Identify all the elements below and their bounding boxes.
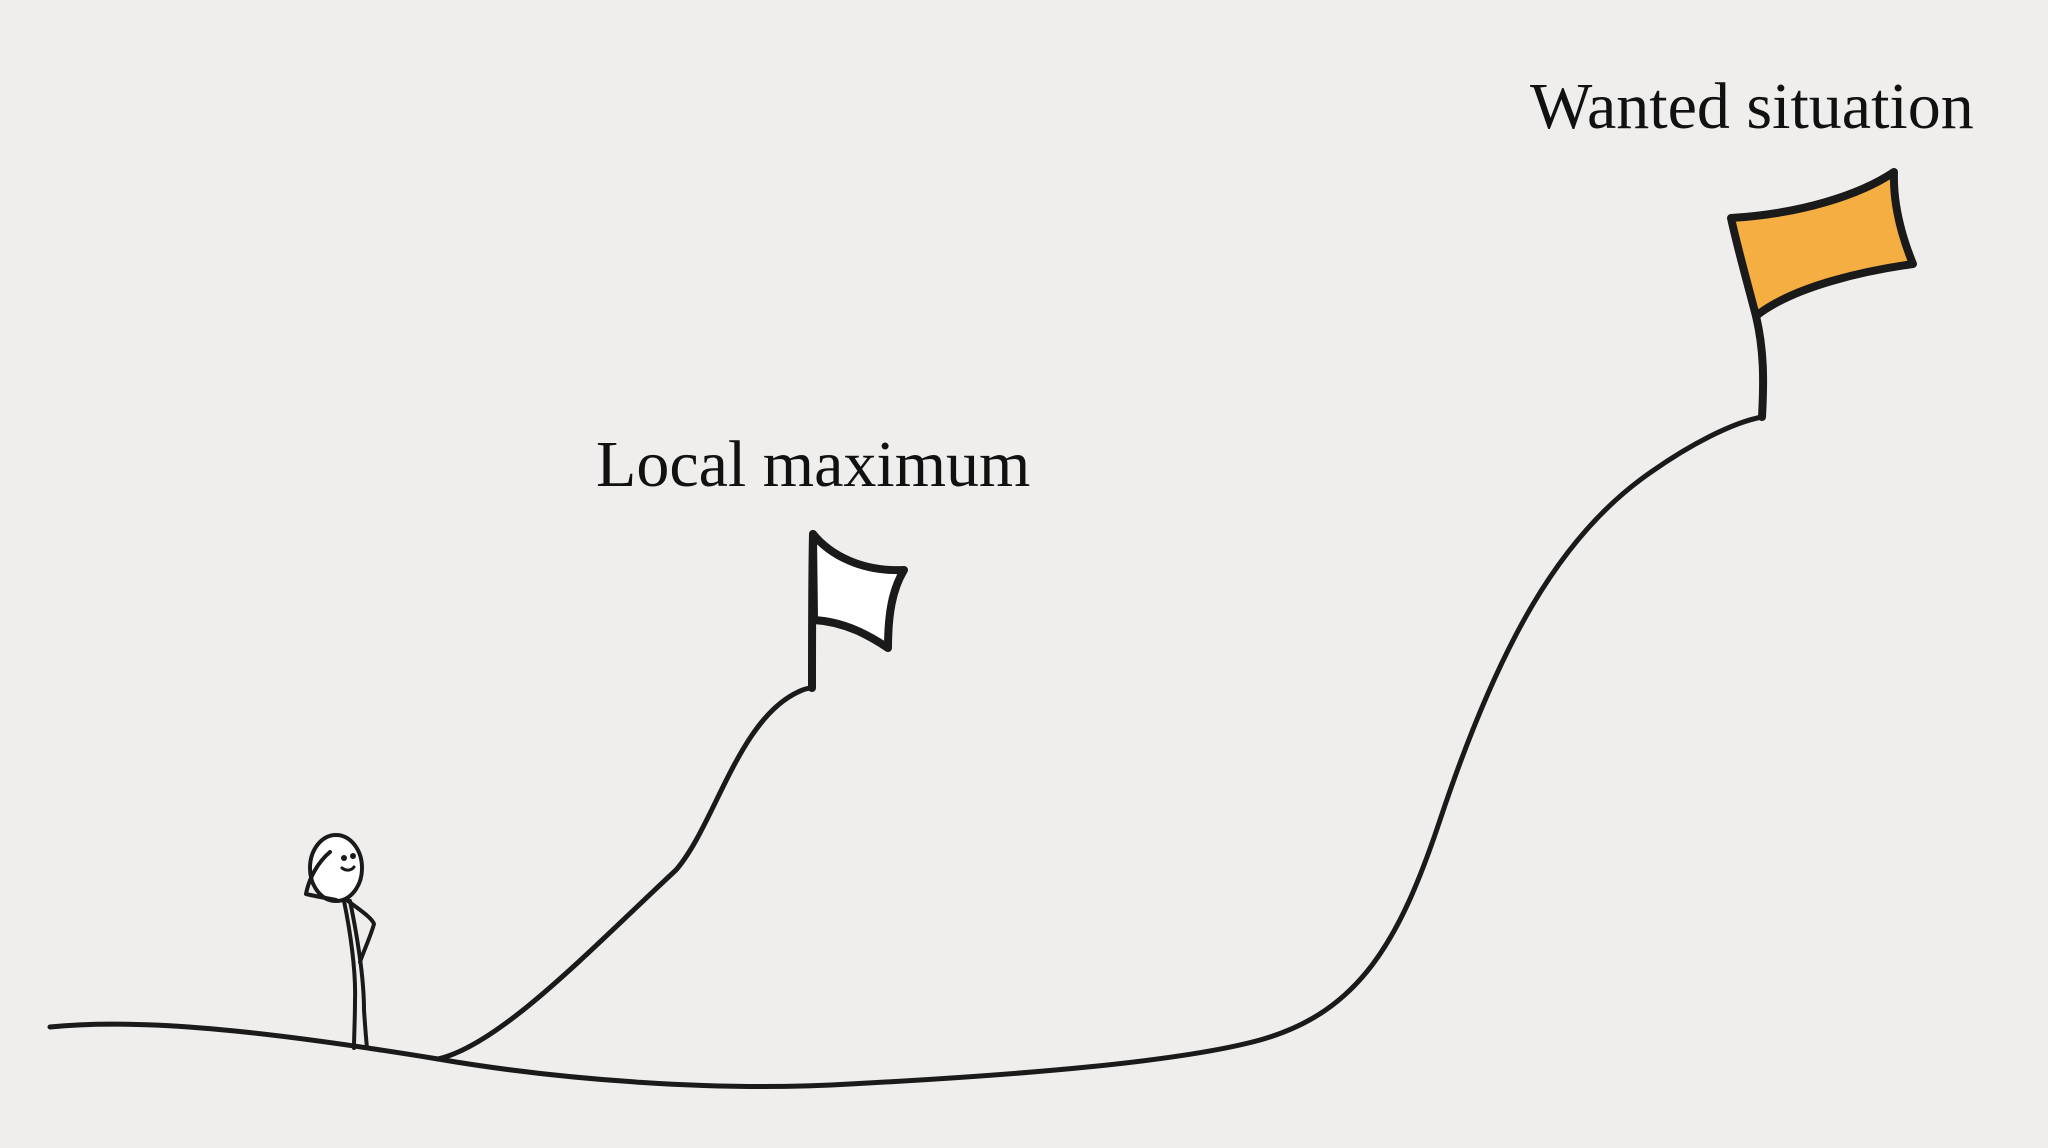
person-hand [304,850,338,902]
person-arm [346,899,376,964]
person-leg-left [342,899,358,1050]
wanted-situation-flag [1727,168,1917,320]
wanted-situation-label: Wanted situation [1530,70,1974,143]
local-maximum-hill [435,685,815,1062]
person-eye-left [341,855,347,861]
person-mouth [340,865,356,872]
local-maximum-label: Local maximum [596,428,1031,501]
ground-line [47,414,1765,1089]
person-eye-right [350,853,356,859]
person-figure [304,833,376,1050]
local-maximum-flag [809,530,908,652]
wanted-situation-flag-pole [1752,312,1768,421]
person-leg-right [348,899,369,1050]
